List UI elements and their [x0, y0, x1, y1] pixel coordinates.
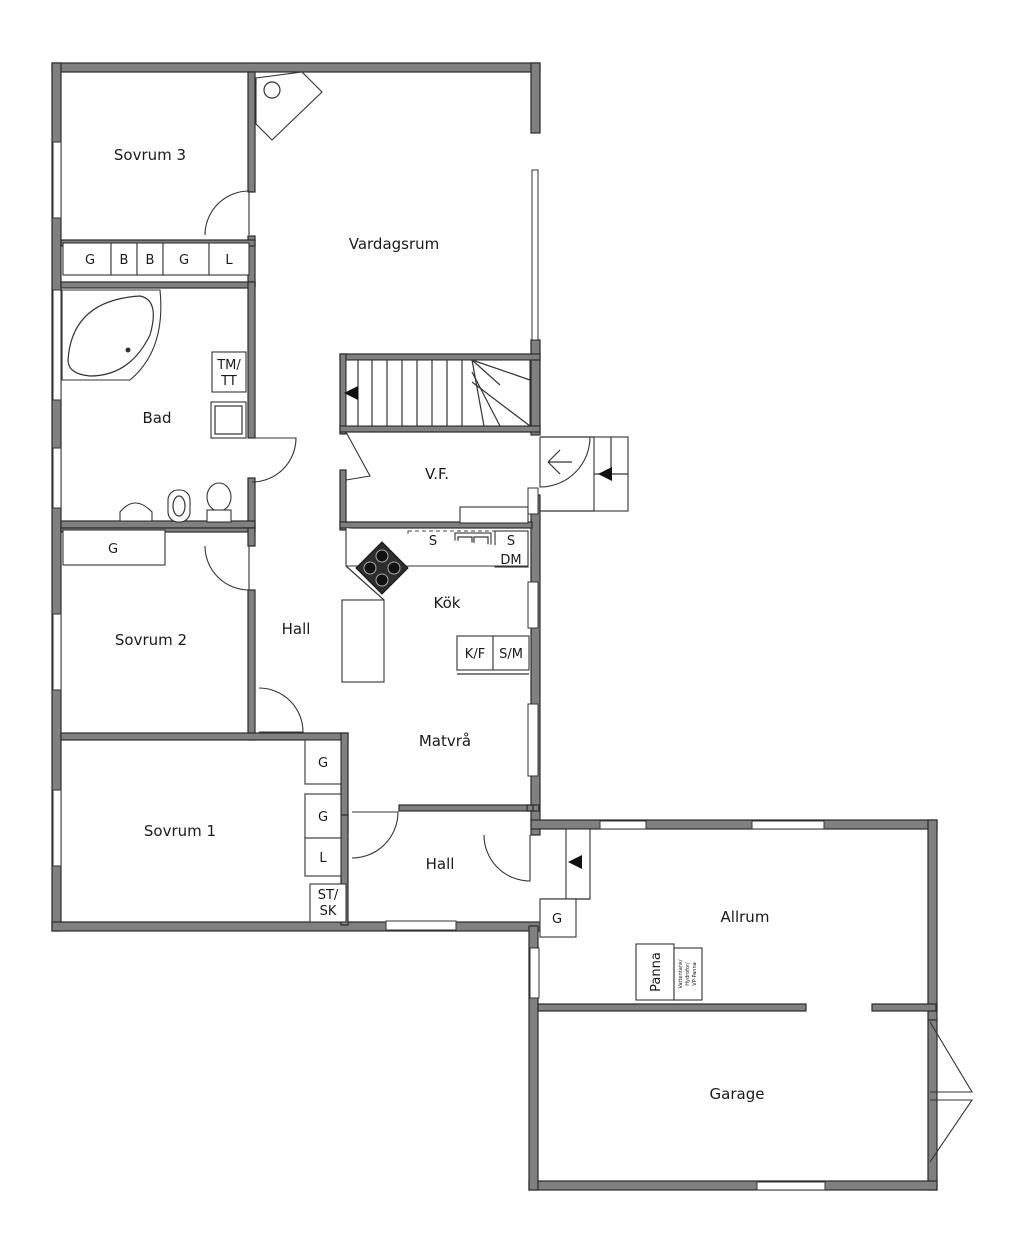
- room-label-kok: Kök: [434, 594, 461, 612]
- closet-label: B: [146, 253, 155, 268]
- closet-label: L: [319, 851, 327, 866]
- doors: [204, 190, 974, 1163]
- room-label-allrum: Allrum: [721, 908, 770, 926]
- sink-label: S: [429, 534, 437, 549]
- closet-label: G: [85, 253, 95, 268]
- storage-label: S/M: [499, 647, 523, 662]
- room-labels: Sovrum 3 Vardagsrum Bad V.F. Kök Sovrum …: [114, 146, 770, 1103]
- room-label-garage: Garage: [710, 1085, 765, 1103]
- room-label-sovrum2: Sovrum 2: [115, 631, 187, 649]
- room-label-sovrum3: Sovrum 3: [114, 146, 186, 164]
- fridge-freezer-label: K/F: [465, 647, 485, 662]
- dishwasher-label: DM: [500, 553, 521, 568]
- room-label-vardagsrum: Vardagsrum: [349, 235, 440, 253]
- panna-note: Vattentank/: [678, 959, 684, 988]
- st-sk-label: ST/: [318, 888, 339, 903]
- panna-label: Panna: [649, 952, 664, 992]
- fixtures: [61, 71, 703, 1001]
- closet-label: L: [225, 253, 233, 268]
- panna-note: VP-Panna: [692, 962, 698, 985]
- closet-label: G: [318, 810, 328, 825]
- room-label-matvra: Matvrå: [419, 732, 471, 750]
- walls: [51, 62, 938, 1191]
- closet-label: G: [318, 756, 328, 771]
- windows: [52, 141, 826, 1191]
- closet-label: G: [179, 253, 189, 268]
- closet-label: G: [552, 912, 562, 927]
- sink-label: S: [507, 534, 515, 549]
- room-label-sovrum1: Sovrum 1: [144, 822, 216, 840]
- panna-note: Hydrofor/: [685, 962, 691, 986]
- st-sk-label: SK: [320, 904, 337, 919]
- room-label-bad: Bad: [142, 409, 171, 427]
- room-label-hall-main: Hall: [282, 620, 311, 638]
- closet-label: G: [108, 542, 118, 557]
- room-label-vf: V.F.: [425, 465, 449, 483]
- tm-tt-label: TT: [220, 374, 237, 389]
- closet-label: B: [120, 253, 129, 268]
- room-label-hall-entry: Hall: [426, 855, 455, 873]
- tm-tt-label: TM/: [216, 358, 241, 373]
- fixture-labels: G B B G L TM/ TT G S S DM K/F S/M G G L …: [85, 253, 698, 992]
